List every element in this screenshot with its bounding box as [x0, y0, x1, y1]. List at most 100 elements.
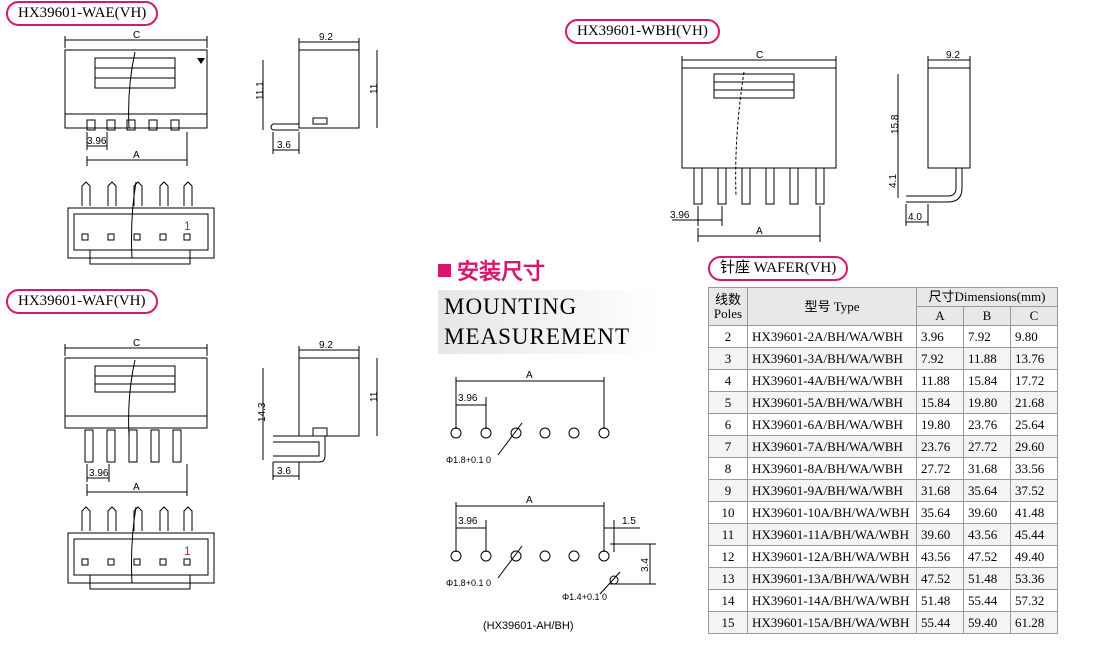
cell-b: 35.64	[963, 479, 1011, 502]
cell-poles: 13	[708, 567, 748, 590]
cell-c: 9.80	[1010, 325, 1058, 348]
waf-dim-c: C	[133, 338, 140, 349]
cell-b: 43.56	[963, 523, 1011, 546]
cell-a: 39.60	[916, 523, 964, 546]
header-type: 型号 Type	[747, 287, 917, 326]
wae-bottom-drawing: 1	[67, 181, 215, 265]
mount-b-dim-offset: 1.5	[622, 516, 636, 527]
cell-a: 23.76	[916, 435, 964, 458]
cell-poles: 8	[708, 457, 748, 480]
dim-height: 11.1	[255, 81, 266, 100]
cell-a: 31.68	[916, 479, 964, 502]
cell-a: 3.96	[916, 325, 964, 348]
dim-width: 9.2	[319, 32, 333, 43]
mount-dim-pitch: 3.96	[458, 393, 478, 404]
cell-poles: 12	[708, 545, 748, 568]
cell-b: 19.80	[963, 391, 1011, 414]
cell-c: 49.40	[1010, 545, 1058, 568]
cell-b: 11.88	[963, 347, 1011, 370]
cell-a: 47.52	[916, 567, 964, 590]
cell-a: 35.64	[916, 501, 964, 524]
cell-poles: 14	[708, 589, 748, 612]
cell-c: 17.72	[1010, 369, 1058, 392]
wae-side-drawing: 9.2 11.1 11 3.6	[255, 32, 380, 154]
wae-front-drawing: C 3.96 A	[64, 30, 208, 166]
wbh-dim-a: A	[756, 226, 763, 237]
cell-poles: 4	[708, 369, 748, 392]
square-bullet-icon	[438, 263, 451, 277]
waf-bottom-drawing: 1	[67, 506, 215, 590]
cell-b: 15.84	[963, 369, 1011, 392]
pin-one-marker: 1	[184, 219, 191, 233]
cell-poles: 11	[708, 523, 748, 546]
cell-c: 37.52	[1010, 479, 1058, 502]
cell-b: 55.44	[963, 589, 1011, 612]
mount-b-hole-dia: Φ1.8+0.1 0	[446, 578, 491, 588]
header-col-b: B	[963, 306, 1011, 326]
mounting-pattern-b: A 3.96 1.5 3.4 Φ1.8+0.1 0 Φ1.4+0.1 0	[446, 495, 656, 602]
dim-pitch: 3.96	[87, 136, 107, 147]
cell-type: HX39601-11A/BH/WA/WBH	[747, 523, 917, 546]
cell-c: 61.28	[1010, 611, 1058, 634]
cell-a: 43.56	[916, 545, 964, 568]
cell-type: HX39601-15A/BH/WA/WBH	[747, 611, 917, 634]
cell-poles: 10	[708, 501, 748, 524]
cell-b: 27.72	[963, 435, 1011, 458]
cell-c: 21.68	[1010, 391, 1058, 414]
cell-c: 33.56	[1010, 457, 1058, 480]
cell-type: HX39601-12A/BH/WA/WBH	[747, 545, 917, 568]
mounting-title-cn: 安装尺寸	[457, 260, 546, 285]
cell-c: 25.64	[1010, 413, 1058, 436]
dim-body-height: 11	[369, 83, 380, 94]
cell-b: 47.52	[963, 545, 1011, 568]
cell-c: 29.60	[1010, 435, 1058, 458]
cell-c: 57.32	[1010, 589, 1058, 612]
header-col-c: C	[1010, 306, 1058, 326]
cell-a: 55.44	[916, 611, 964, 634]
wafer-dimension-table: 线数 Poles 型号 Type 尺寸Dimensions(mm) A B C …	[708, 287, 1058, 634]
cell-type: HX39601-8A/BH/WA/WBH	[747, 457, 917, 480]
waf-dim-body-height: 11	[369, 391, 380, 402]
wbh-front-drawing: C 3.96 A	[670, 50, 837, 242]
header-col-a: A	[916, 306, 964, 326]
cell-a: 27.72	[916, 457, 964, 480]
cell-a: 11.88	[916, 369, 964, 392]
cell-c: 41.48	[1010, 501, 1058, 524]
wbh-dim-c: C	[756, 50, 763, 61]
mounting-note: (HX39601-AH/BH)	[483, 620, 574, 632]
wbh-dim-pitch: 3.96	[670, 210, 690, 221]
cell-type: HX39601-3A/BH/WA/WBH	[747, 347, 917, 370]
mount-dim-a: A	[526, 370, 533, 381]
mount-hole-dia: Φ1.8+0.1 0	[446, 455, 491, 465]
waf-dim-pitch: 3.96	[89, 468, 109, 479]
cell-b: 59.40	[963, 611, 1011, 634]
cell-b: 7.92	[963, 325, 1011, 348]
dim-pin-offset: 3.6	[277, 140, 291, 151]
wbh-dim-width: 9.2	[946, 50, 960, 61]
cell-type: HX39601-10A/BH/WA/WBH	[747, 501, 917, 524]
wbh-dim-pin-height: 4.1	[888, 174, 899, 188]
cell-poles: 9	[708, 479, 748, 502]
cell-type: HX39601-4A/BH/WA/WBH	[747, 369, 917, 392]
label-wbh: HX39601-WBH(VH)	[565, 19, 720, 44]
wbh-side-drawing: 9.2 15.8 4.1 4.0	[888, 50, 971, 226]
mount-b-dim-a: A	[526, 495, 533, 506]
cell-a: 7.92	[916, 347, 964, 370]
waf-dim-a: A	[133, 482, 140, 493]
label-wae: HX39601-WAE(VH)	[6, 1, 159, 26]
cell-c: 53.36	[1010, 567, 1058, 590]
waf-front-drawing: C 3.96 A	[64, 338, 208, 496]
cell-b: 31.68	[963, 457, 1011, 480]
cell-a: 15.84	[916, 391, 964, 414]
cell-poles: 5	[708, 391, 748, 414]
